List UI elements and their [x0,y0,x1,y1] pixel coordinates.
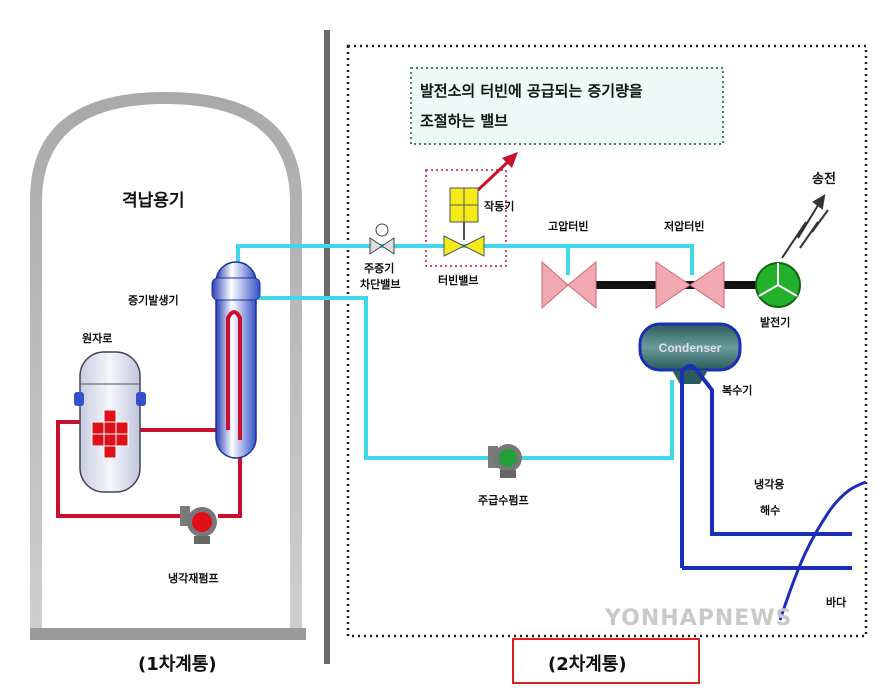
valve-highlight-box [425,169,507,267]
hp-turbine-label: 고압터빈 [548,220,589,233]
reactor-label: 원자로 [82,332,113,345]
containment-label: 격납용기 [122,191,185,211]
isolation-valve-label-1: 주증기 [364,262,395,275]
steam-generator-label: 증기발생기 [128,294,179,307]
generator-label: 발전기 [760,316,791,329]
turbine-valve-label: 터빈밸브 [438,274,479,287]
secondary-boundary [346,44,868,638]
reactor [74,351,146,493]
isolation-valve-label-2: 차단밸브 [360,278,401,291]
secondary-system-caption: (2차계통) [548,654,627,675]
containment-building [30,92,306,640]
condenser: Condenser [638,322,742,384]
callout-box [410,67,724,145]
primary-system-caption: (1차계통) [138,654,217,675]
feedwater-pump-label: 주급수펌프 [478,494,529,507]
secondary-caption-highlight [512,638,700,684]
generator-icon [755,262,801,308]
sea-label: 바다 [826,596,847,609]
transmission-icon [781,194,829,259]
transmission-label: 송전 [812,172,836,187]
lp-turbine-label: 저압터빈 [664,220,705,233]
callout-arrow [476,152,518,192]
watermark: YONHAPNEWS [605,606,793,631]
callout-text: 발전소의 터빈에 공급되는 증기량을 조절하는 밸브 [420,76,720,136]
callout-line-1: 발전소의 터빈에 공급되는 증기량을 [420,82,643,100]
reactor-core-icon [91,409,129,459]
lp-turbine [655,261,725,309]
condenser-name-label: Condenser [659,341,722,355]
actuator-label: 작동기 [484,200,515,213]
system-divider [324,30,330,664]
hp-turbine [541,260,597,310]
condenser-label: 복수기 [722,384,753,397]
isolation-valve-icon [369,223,395,255]
cooling-seawater-label-2: 해수 [760,504,781,517]
steam-generator [211,261,261,459]
coolant-pump [180,506,217,544]
actuator-icon [449,187,479,240]
cooling-water-loop [680,364,852,570]
callout-line-2: 조절하는 밸브 [420,112,509,130]
cooling-seawater-label-1: 냉각용 [754,478,785,491]
turbine-valve-icon [443,235,485,257]
feedwater-pump [488,444,522,478]
sea-curve [778,480,867,621]
coolant-pump-label: 냉각재펌프 [168,572,219,585]
